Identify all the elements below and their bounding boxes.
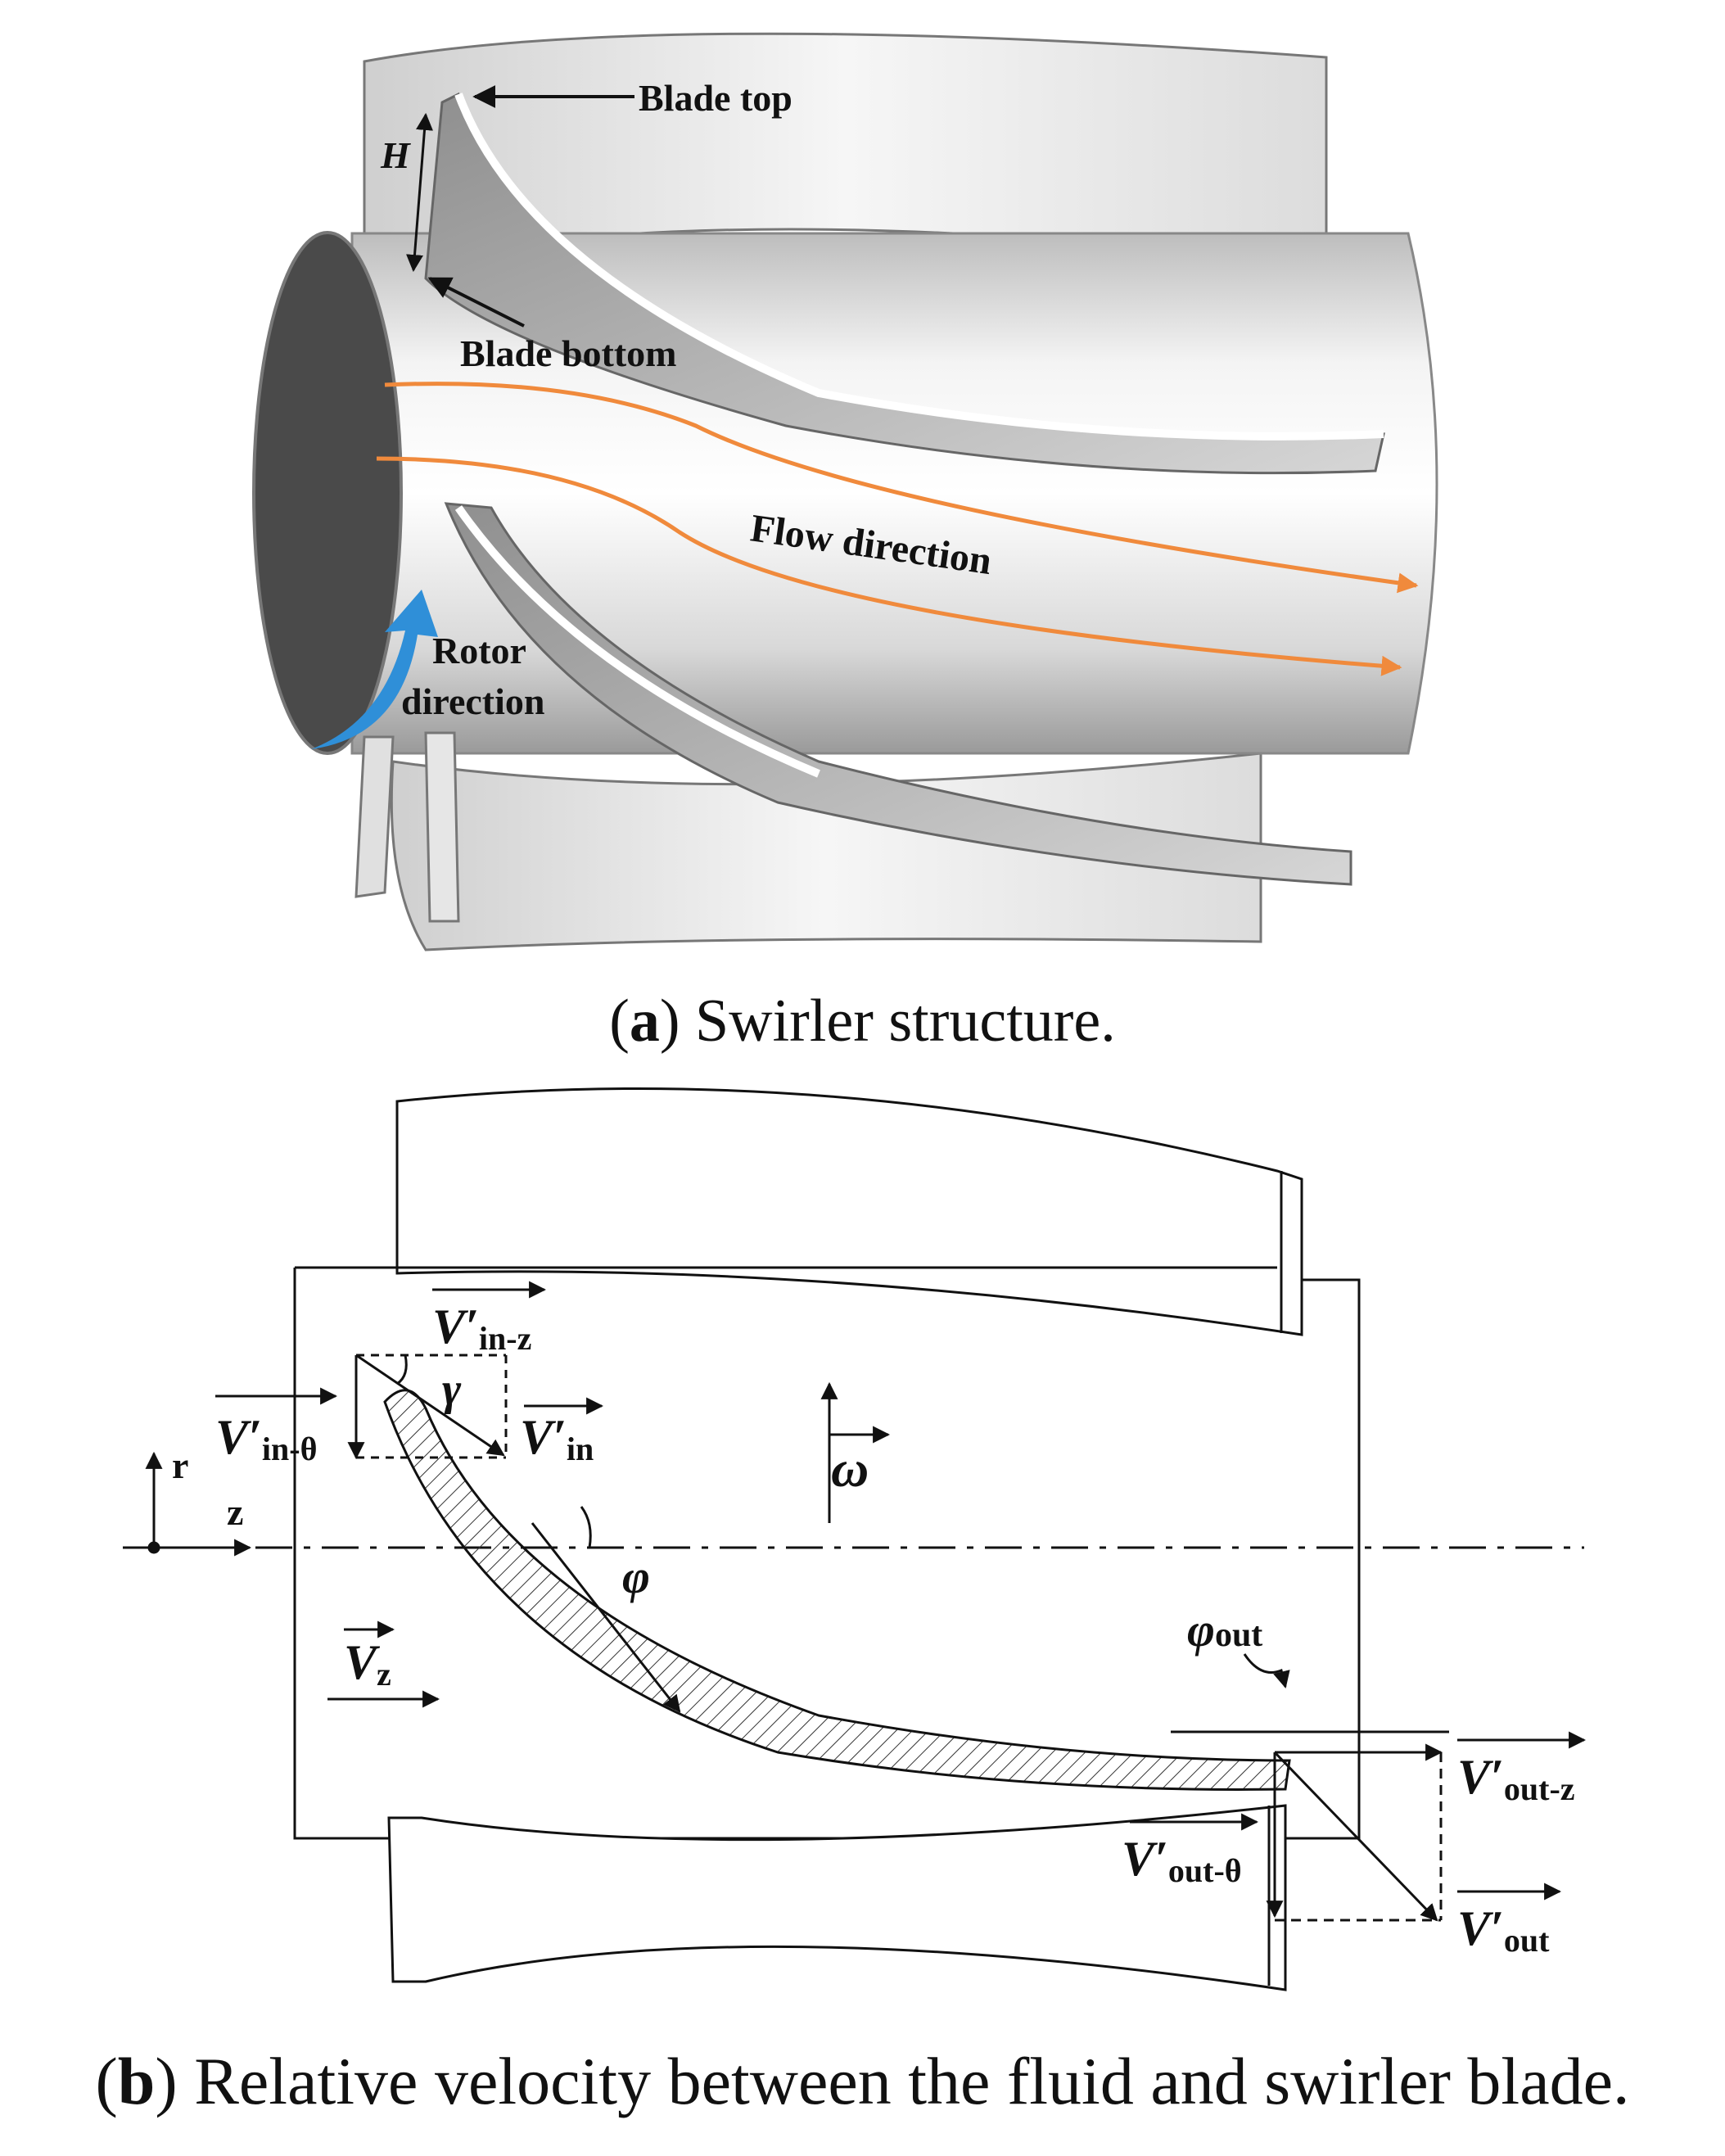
- rotor-direction-arrow: [311, 590, 438, 749]
- lower-front-fin: [424, 731, 460, 923]
- panel-b-labels: V′in-z V′in-θ V′in γ ω r z φ φout Vz V′o…: [172, 1299, 1575, 1959]
- caption-b-letter: b: [117, 2044, 156, 2118]
- vector-overbars: [215, 1281, 1587, 1901]
- upper-blade-edge: [454, 93, 1384, 441]
- blade-bottom-pointer: [427, 277, 525, 328]
- v-out-theta-label: V′out-θ: [1122, 1832, 1242, 1889]
- bottom-fin-outline: [387, 1804, 1287, 1991]
- caption-a-text: Swirler structure.: [695, 988, 1116, 1055]
- caption-b: (b) Relative velocity between the fluid …: [95, 2044, 1630, 2118]
- gamma-label: γ: [442, 1364, 462, 1415]
- lower-left-fin: [354, 735, 395, 898]
- lower-blade-edge: [454, 505, 820, 778]
- hub-front-face: [252, 231, 403, 755]
- flow-line-upper: [384, 382, 1419, 594]
- lower-blade: [444, 502, 1352, 886]
- rotor-label-line1: Rotor: [432, 630, 526, 671]
- z-axis-label: z: [227, 1491, 243, 1533]
- h-label: H: [380, 134, 411, 176]
- phi-label: φ: [622, 1550, 650, 1603]
- relative-velocity-schematic: [123, 1087, 1587, 1991]
- blade-bottom-label: Blade bottom: [460, 332, 677, 374]
- rotor-label-line2: direction: [401, 680, 544, 722]
- swirler-3d-view: H Blade top Blade bottom Flow direction …: [252, 32, 1438, 951]
- phi-out-label: φout: [1187, 1603, 1262, 1657]
- caption-a-letter: a: [629, 988, 660, 1055]
- v-out-z-label: V′out-z: [1457, 1750, 1575, 1807]
- v-z-label: Vz: [344, 1635, 391, 1693]
- v-in-label: V′in: [520, 1410, 594, 1467]
- bottom-fin: [390, 752, 1262, 951]
- caption-a: (a) Swirler structure.: [609, 988, 1116, 1055]
- blade-top-label: Blade top: [639, 77, 793, 119]
- top-fin-outline: [395, 1087, 1303, 1336]
- flow-line-lower: [376, 456, 1402, 676]
- v-in-theta-label: V′in-θ: [215, 1410, 317, 1467]
- blade-section: [383, 1389, 1291, 1791]
- h-dimension-line: [406, 112, 433, 273]
- caption-b-text: Relative velocity between the fluid and …: [194, 2044, 1630, 2118]
- v-in-z-label: V′in-z: [432, 1299, 531, 1357]
- v-out-label: V′out: [1457, 1901, 1550, 1959]
- omega-label: ω: [831, 1440, 869, 1498]
- r-axis-label: r: [172, 1444, 188, 1486]
